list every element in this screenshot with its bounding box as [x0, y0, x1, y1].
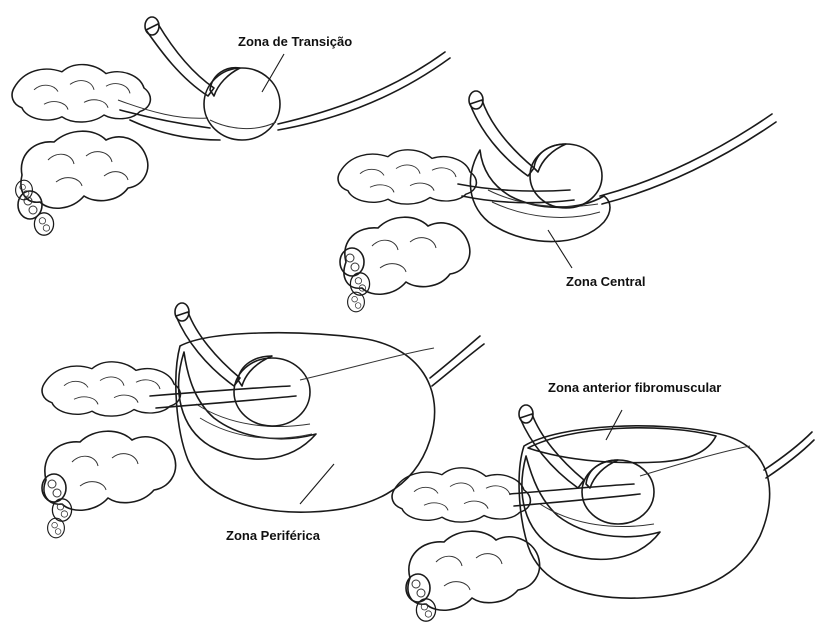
panel-peripheral-zone: Zona Periférica	[42, 303, 484, 543]
seminal-vesicle-upper	[392, 468, 530, 522]
panel-anterior-fibromuscular-zone: Zona anterior fibromuscular	[392, 380, 814, 621]
seminal-vesicle-upper	[338, 150, 476, 204]
seminal-vesicle-lower	[340, 217, 470, 312]
seminal-vesicle-upper	[12, 65, 150, 122]
label-anterior-fibromuscular-zone: Zona anterior fibromuscular	[548, 380, 721, 395]
seminal-vesicle-lower	[406, 531, 540, 621]
label-peripheral-zone: Zona Periférica	[226, 528, 321, 543]
panel-central-zone: Zona Central	[338, 91, 776, 312]
label-central-zone: Zona Central	[566, 274, 645, 289]
seminal-vesicle-lower	[16, 131, 148, 235]
panel-transition-zone: Zona de Transição	[12, 17, 450, 235]
label-transition-zone: Zona de Transição	[238, 34, 352, 49]
seminal-vesicle-lower	[42, 431, 176, 538]
